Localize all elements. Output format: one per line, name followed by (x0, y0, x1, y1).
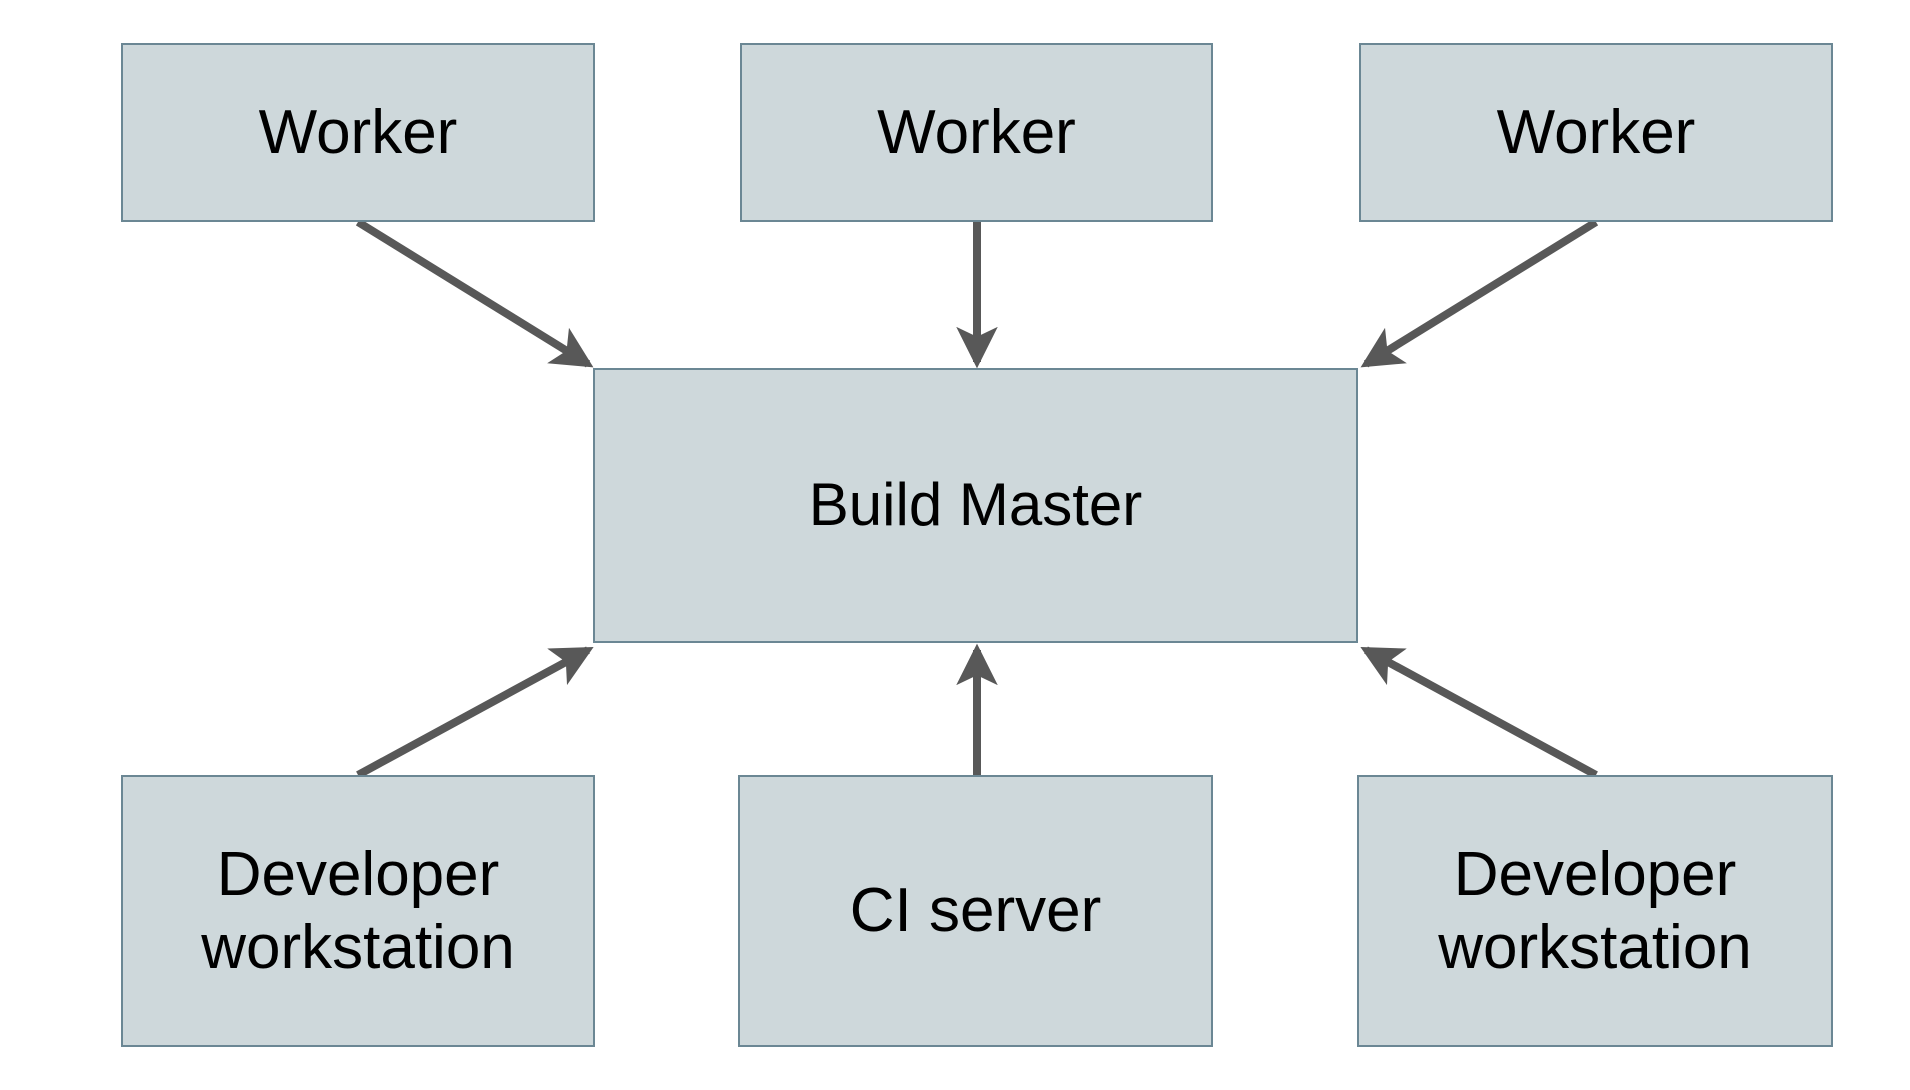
node-dev-workstation-2[interactable]: Developer workstation (1357, 775, 1833, 1047)
arrow-worker-3-to-build-master (1360, 218, 1599, 368)
node-build-master-label: Build Master (808, 471, 1143, 539)
node-build-master[interactable]: Build Master (593, 368, 1358, 643)
node-dev-workstation-1-label: Developer workstation (201, 839, 515, 982)
node-worker-3[interactable]: Worker (1359, 43, 1833, 222)
node-ci-server-label: CI server (849, 876, 1102, 946)
arrow-worker-1-to-build-master (355, 218, 594, 368)
node-worker-1[interactable]: Worker (121, 43, 595, 222)
node-worker-2-label: Worker (877, 97, 1076, 167)
node-dev-workstation-2-label: Developer workstation (1438, 839, 1752, 982)
node-ci-server[interactable]: CI server (738, 775, 1213, 1047)
node-worker-2[interactable]: Worker (740, 43, 1213, 222)
arrow-dev-workstation-2-to-build-master (1360, 646, 1598, 779)
node-dev-workstation-1[interactable]: Developer workstation (121, 775, 595, 1047)
node-worker-3-label: Worker (1496, 97, 1696, 167)
arrow-dev-workstation-1-to-build-master (356, 646, 594, 779)
node-worker-1-label: Worker (258, 97, 458, 167)
